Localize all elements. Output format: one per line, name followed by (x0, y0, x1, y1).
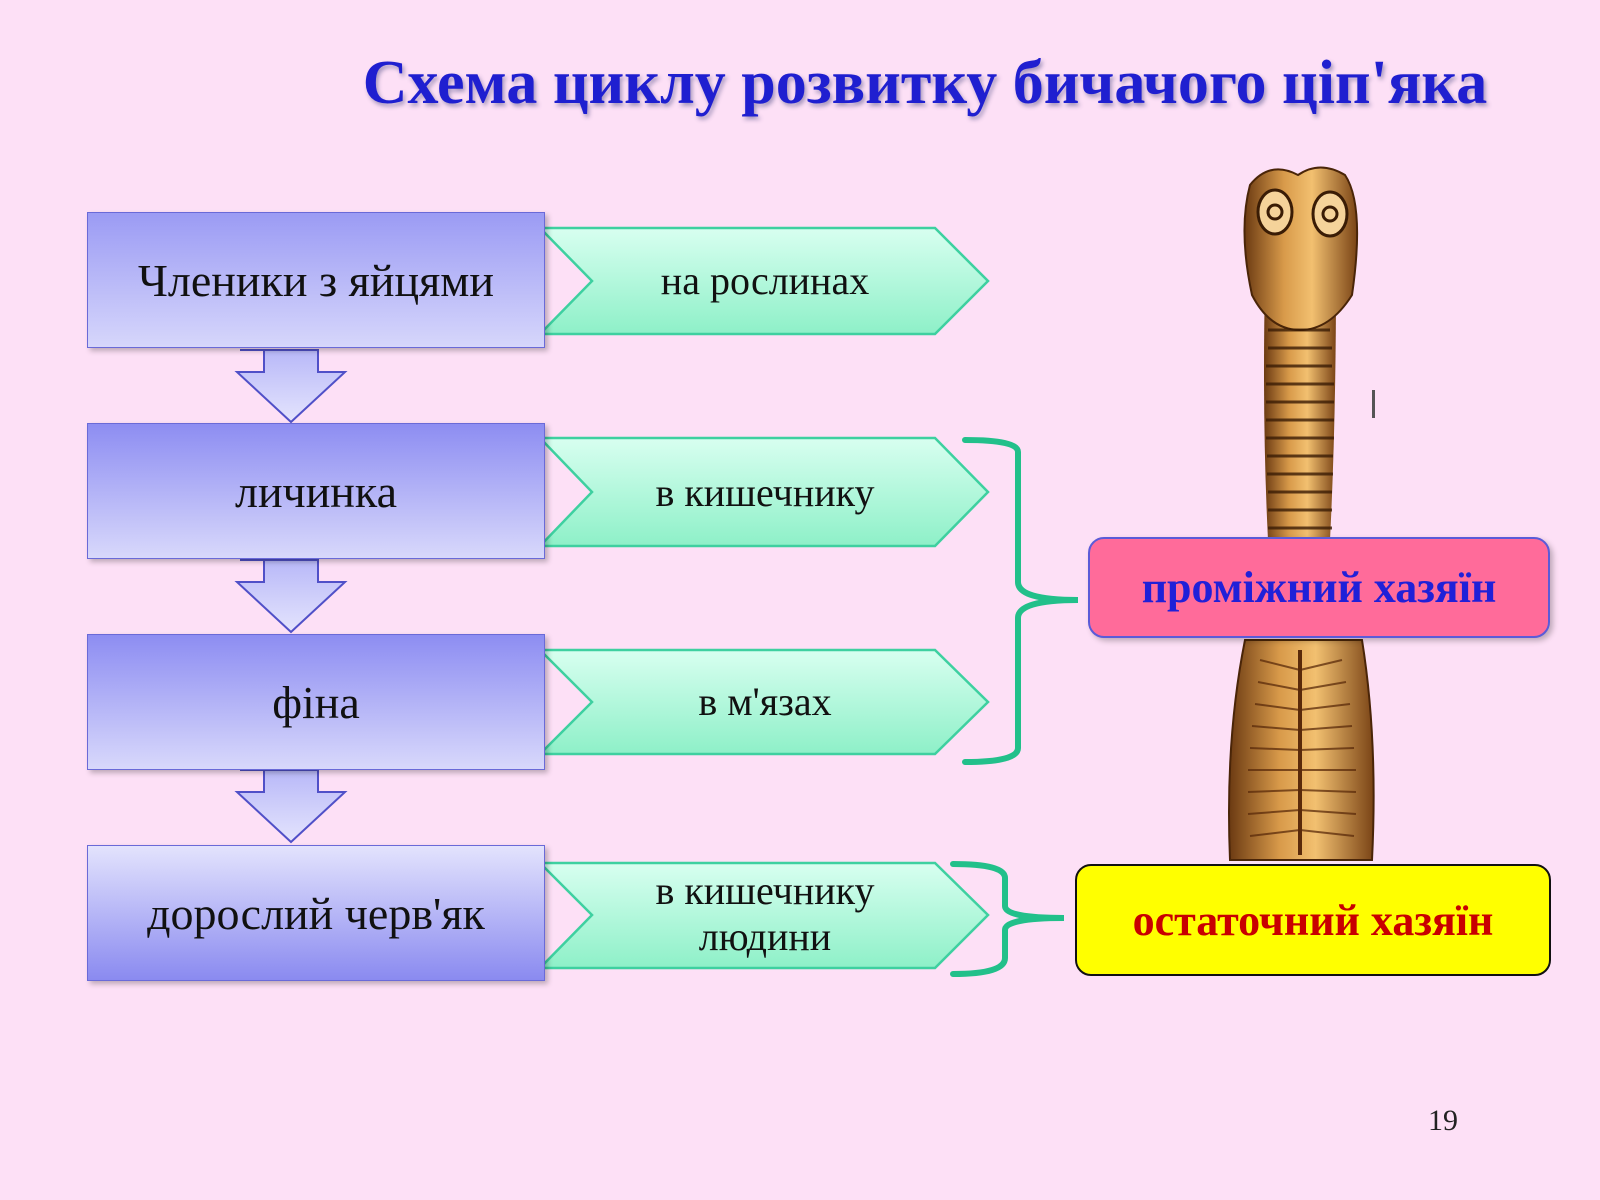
intermediate-host-box: проміжний хазяїн (1088, 537, 1550, 638)
down-arrow-3 (234, 769, 348, 844)
location-chevrons (536, 226, 990, 970)
location-label-plants: на рослинах (660, 258, 870, 303)
bracket-intermediate (962, 437, 1079, 765)
stage-label: личинка (234, 465, 397, 517)
bracket-final (950, 861, 1065, 977)
stage-label: фіна (272, 676, 360, 728)
stage-label: дорослий черв'як (147, 887, 485, 939)
tapeworm-image (1228, 166, 1375, 861)
location-line-1: в кишечнику (655, 868, 875, 913)
down-arrow-1 (234, 349, 348, 424)
location-label-human-intestine: в кишечнику людини (595, 868, 935, 960)
chevron-1 (537, 226, 990, 336)
chevron-3 (536, 648, 990, 756)
stage-box-cysticercus: фіна (87, 634, 545, 770)
location-label-intestine: в кишечнику (655, 470, 875, 515)
location-line-2: людини (698, 914, 832, 959)
stage-box-adult-worm: дорослий черв'як (87, 845, 545, 981)
stage-label: Членики з яйцями (138, 254, 494, 306)
down-arrow-2 (234, 559, 348, 634)
chevron-4 (536, 861, 990, 970)
final-host-label: остаточний хазяїн (1132, 895, 1494, 945)
location-label-muscles: в м'язах (698, 679, 832, 724)
host-brackets (950, 437, 1079, 977)
chevron-2 (537, 436, 990, 548)
intermediate-host-label: проміжний хазяїн (1141, 563, 1497, 612)
stage-box-proglottids: Членики з яйцями (87, 212, 545, 348)
flow-arrows (234, 349, 348, 844)
stage-box-larva: личинка (87, 423, 545, 559)
page-number: 19 (1428, 1104, 1458, 1137)
final-host-box: остаточний хазяїн (1075, 864, 1551, 976)
slide-title: Схема циклу розвитку бичачого ціп'яка (362, 49, 1488, 117)
